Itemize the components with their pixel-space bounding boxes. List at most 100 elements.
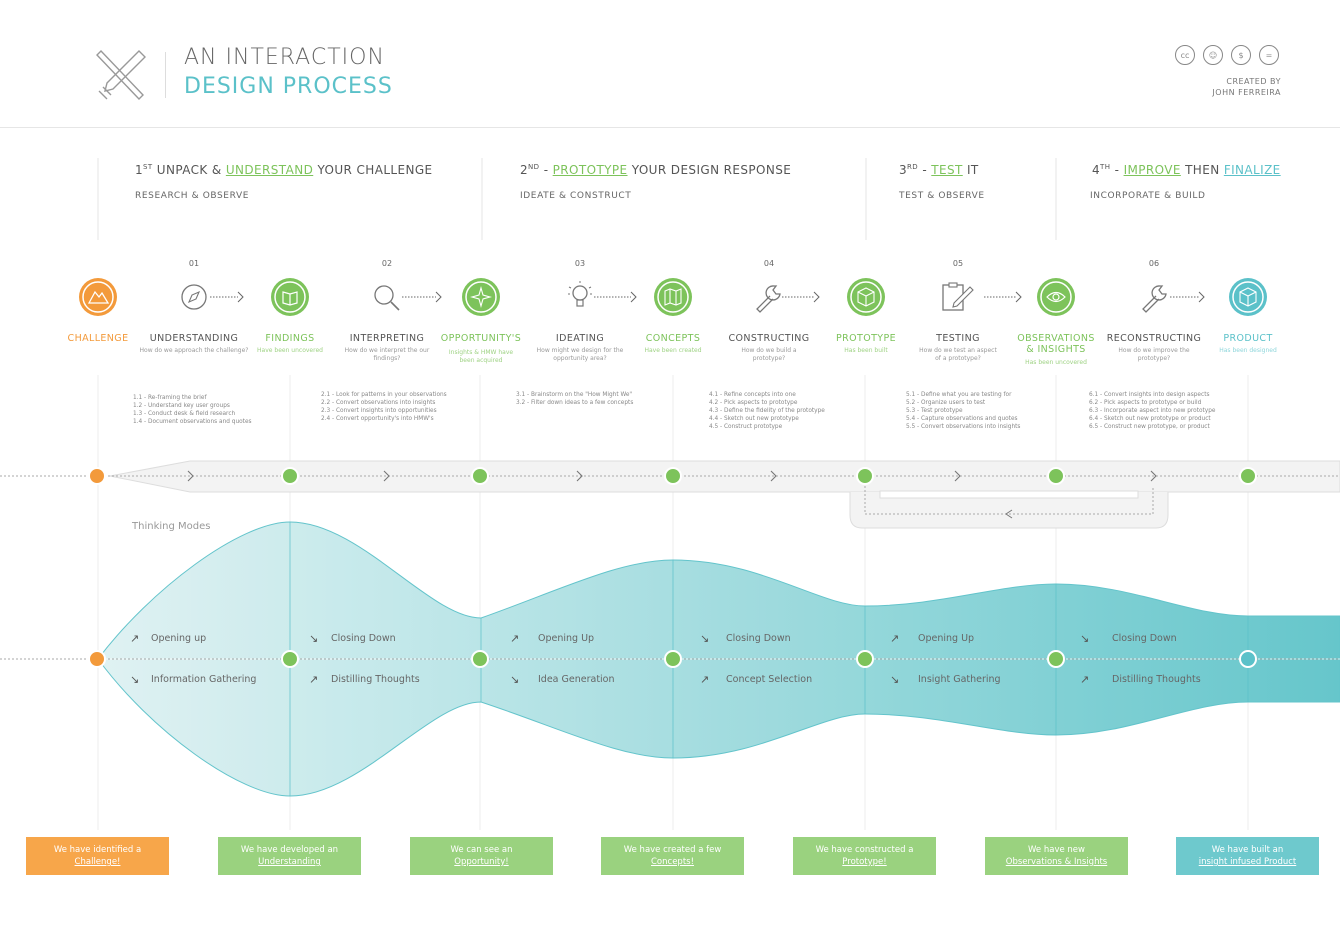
- stage-sub: How do we interpret the our findings?: [344, 347, 430, 362]
- mode-bottom: Distilling Thoughts: [1112, 674, 1201, 685]
- phase-ord: 1: [135, 163, 144, 177]
- phase-4-subheading: INCORPORATE & BUILD: [1090, 191, 1206, 201]
- phase-text: UNPACK &: [152, 163, 226, 177]
- mode-top: Opening Up: [538, 633, 595, 644]
- tools-logo-icon: [96, 49, 146, 101]
- phase-text: -: [539, 163, 553, 177]
- phase-text: YOUR CHALLENGE: [313, 163, 433, 177]
- arrow-icon: ↗: [1080, 673, 1090, 686]
- outcome-concepts: We have created a few Concepts!: [601, 837, 744, 875]
- mode-bottom: Idea Generation: [538, 674, 615, 685]
- phase-2-subheading: IDEATE & CONSTRUCT: [520, 191, 632, 201]
- phase-3-subheading: TEST & OBSERVE: [899, 191, 985, 201]
- outcome-line: We can see an: [450, 845, 513, 855]
- findings-book-icon: [271, 278, 309, 316]
- stage-sub: Has been built: [844, 347, 888, 354]
- phase-2-heading: 2ND - PROTOTYPE YOUR DESIGN RESPONSE: [520, 163, 791, 177]
- title-divider: [165, 52, 166, 98]
- phase-highlight: IMPROVE: [1123, 163, 1181, 177]
- phase-4-heading: 4TH - IMPROVE THEN FINALIZE: [1092, 163, 1281, 177]
- phase-text: IT: [962, 163, 979, 177]
- mode-top: Opening up: [151, 633, 207, 644]
- outcome-line: We have constructed a: [815, 845, 914, 855]
- stage-sub: Has been designed: [1219, 347, 1277, 354]
- stage-label-concepts: CONCEPTS: [645, 333, 701, 344]
- title-line-2: DESIGN PROCESS: [184, 74, 393, 99]
- header-divider: [0, 127, 1340, 128]
- step-number: 03: [574, 259, 586, 268]
- phase-text: THEN: [1180, 163, 1224, 177]
- steps-list-4: 4.1 - Refine concepts into one 4.2 - Pic…: [709, 392, 825, 430]
- arrow-icon: ↘: [130, 673, 140, 686]
- stage-label-opportunitys: OPPORTUNITY'S: [440, 333, 522, 344]
- stage-label-constructing: CONSTRUCTING: [728, 333, 810, 344]
- outcome-line: We have created a few: [623, 845, 722, 855]
- concepts-map-icon: [654, 278, 692, 316]
- outcome-link: Understanding: [258, 857, 321, 867]
- mode-bottom: Insight Gathering: [918, 674, 1001, 685]
- outcome-observations: We have new Observations & Insights: [985, 837, 1128, 875]
- outcome-link: Concepts!: [651, 857, 694, 867]
- outcome-understanding: We have developed an Understanding: [218, 837, 361, 875]
- credit-line-1: CREATED BY: [1226, 77, 1281, 86]
- by-icon: ☺: [1203, 45, 1223, 65]
- phase-highlight-2: FINALIZE: [1223, 163, 1281, 177]
- mode-bottom: Information Gathering: [151, 674, 257, 685]
- title-line-1: AN INTERACTION: [184, 45, 385, 70]
- stage-label-prototype: PROTOTYPE: [835, 333, 897, 344]
- arrow-icon: ↗: [309, 673, 319, 686]
- outcome-line: We have built an: [1211, 845, 1284, 855]
- steps-list-5: 5.1 - Define what you are testing for 5.…: [906, 392, 1021, 430]
- arrow-icon: ↗: [700, 673, 710, 686]
- outcome-line: We have identified a: [53, 845, 142, 855]
- stage-label-line: OBSERVATIONS: [1017, 333, 1095, 344]
- arrow-icon: ↘: [890, 673, 900, 686]
- arrow-icon: ↘: [309, 632, 319, 645]
- phase-sup: ST: [143, 163, 153, 171]
- stage-label-interpreting: INTERPRETING: [349, 333, 425, 344]
- outcome-link: insight infused Product: [1198, 857, 1297, 867]
- outcome-link: Observations & Insights: [1005, 857, 1108, 867]
- phase-ord: 2: [520, 163, 529, 177]
- phase-ord: 3: [899, 163, 908, 177]
- phase-text: YOUR DESIGN RESPONSE: [627, 163, 792, 177]
- mode-top: Closing Down: [331, 633, 396, 644]
- arrow-icon: ↗: [130, 632, 140, 645]
- phase-1-subheading: RESEARCH & OBSERVE: [135, 191, 249, 201]
- phase-sup: ND: [528, 163, 540, 171]
- step-number: 05: [952, 259, 964, 268]
- stage-label-findings: FINDINGS: [265, 333, 315, 344]
- phase-highlight: PROTOTYPE: [552, 163, 628, 177]
- stage-sub: How do we approach the challenge?: [139, 347, 249, 354]
- arrow-icon: ↘: [700, 632, 710, 645]
- cc-icon: cc: [1175, 45, 1195, 65]
- stage-sub: Have been created: [644, 347, 702, 354]
- stage-sub: Insights & HMW have been acquired: [448, 349, 514, 364]
- thinking-modes-title: Thinking Modes: [132, 521, 211, 532]
- stage-sub: How do we improve the prototype?: [1118, 347, 1190, 362]
- credit: CREATED BY JOHN FERREIRA: [1212, 76, 1281, 98]
- phase-text: -: [918, 163, 932, 177]
- arrow-icon: ↗: [890, 632, 900, 645]
- mode-bottom: Concept Selection: [726, 674, 813, 685]
- steps-list-2: 2.1 - Look for patterns in your observat…: [321, 392, 447, 422]
- magnifier-icon: [374, 285, 400, 311]
- stage-label-understanding: UNDERSTANDING: [149, 333, 239, 344]
- stage-sub: How do we test an aspect of a prototype?: [919, 347, 997, 362]
- outcome-line: We have developed an: [240, 845, 339, 855]
- stage-label-observations: OBSERVATIONS & INSIGHTS: [996, 333, 1116, 355]
- step-number: 02: [381, 259, 393, 268]
- prototype-cube-icon: [847, 278, 885, 316]
- outcome-challenge: We have identified a Challenge!: [26, 837, 169, 875]
- stage-label-line: & INSIGHTS: [1026, 344, 1086, 355]
- mode-top: Opening Up: [918, 633, 975, 644]
- clipboard-pencil-icon: [942, 282, 974, 311]
- nc-icon: $: [1231, 45, 1251, 65]
- outcome-prototype: We have constructed a Prototype!: [793, 837, 936, 875]
- opportunity-sparkle-icon: [462, 278, 500, 316]
- phase-highlight: UNDERSTAND: [225, 163, 314, 177]
- outcome-link: Challenge!: [74, 857, 121, 867]
- stage-label-testing: TESTING: [936, 333, 980, 344]
- stage-sub: How do we build a prototype?: [741, 347, 797, 362]
